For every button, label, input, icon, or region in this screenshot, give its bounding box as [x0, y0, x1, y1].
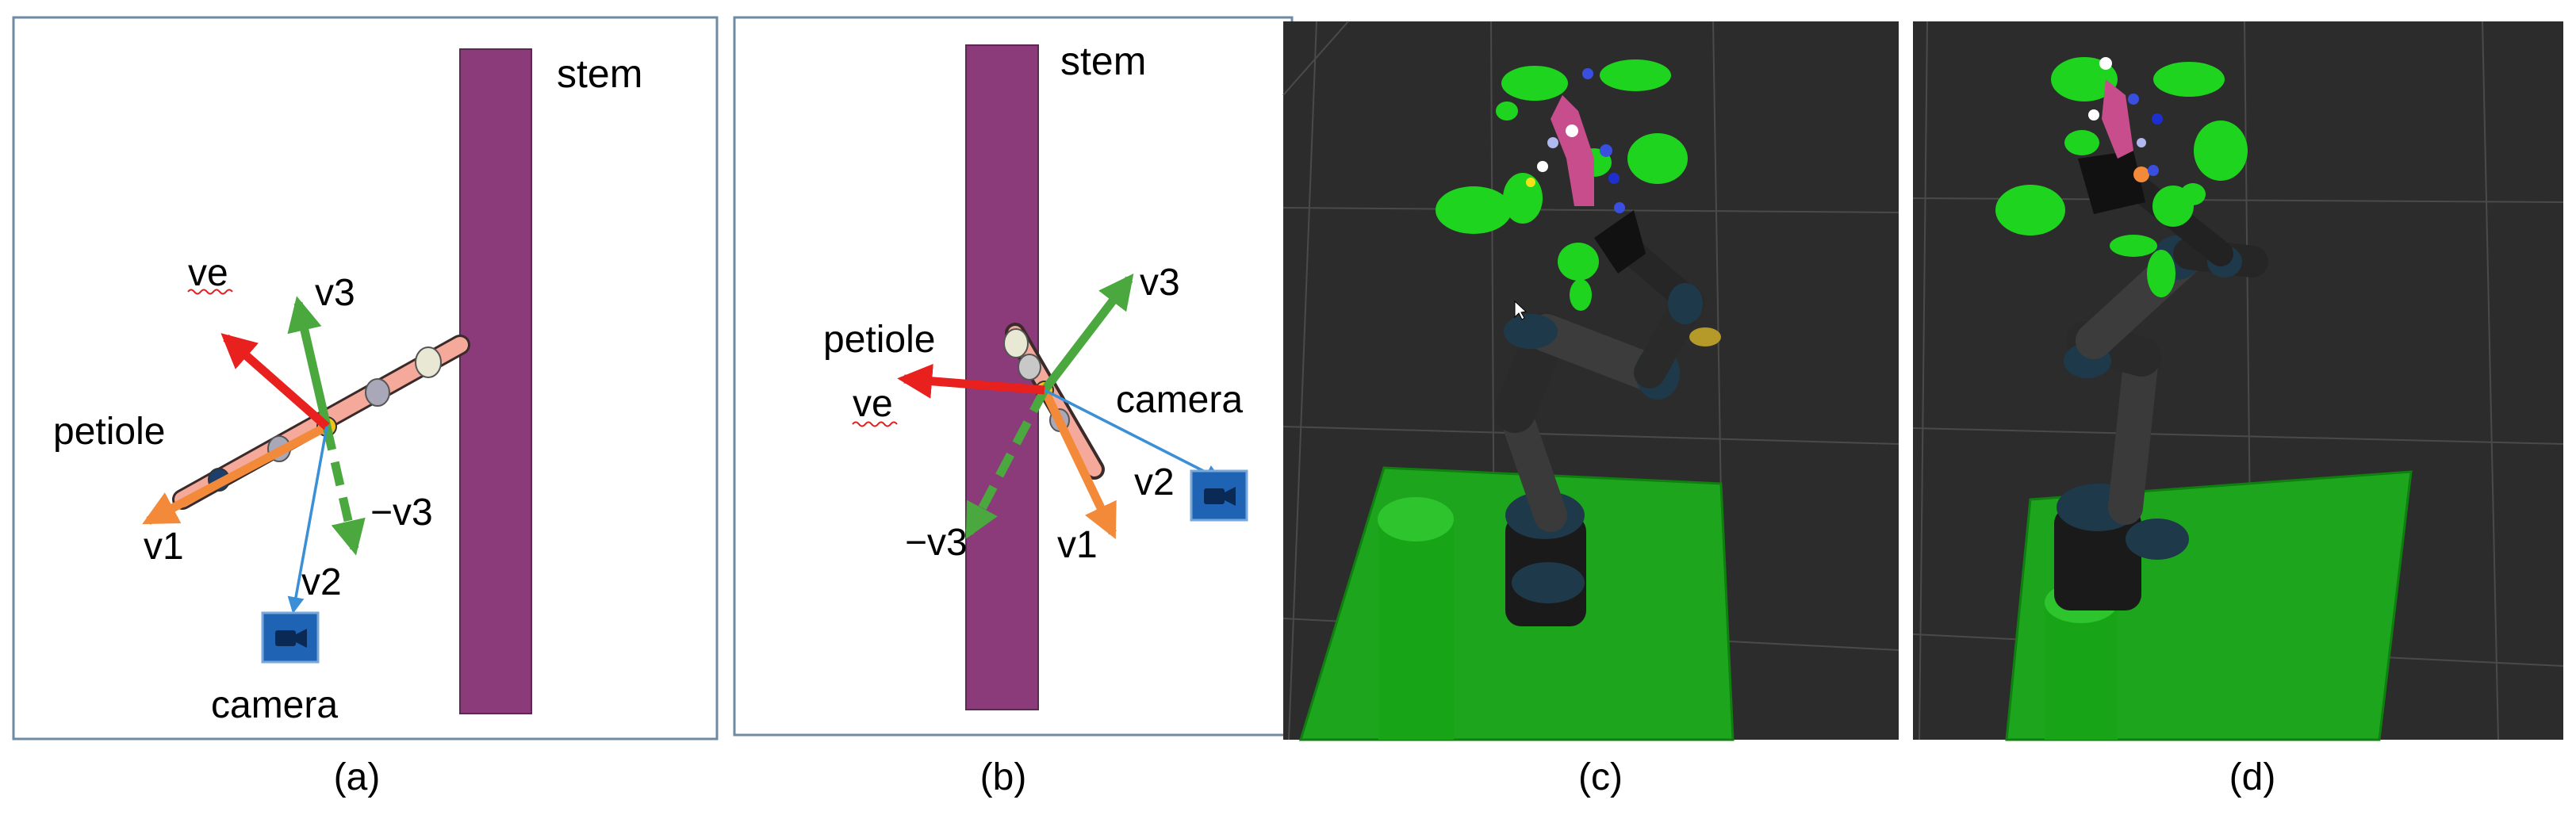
- v2-label: v2: [301, 561, 342, 603]
- panel-a-frame: [12, 16, 719, 741]
- camera-icon: [261, 611, 320, 664]
- robot-arm: [1494, 210, 1721, 626]
- ve-label: ve: [853, 383, 893, 425]
- petiole-point: [1003, 328, 1029, 358]
- v1-label: v1: [144, 526, 184, 568]
- petiole-label: petiole: [53, 411, 165, 453]
- camera-label: camera: [1116, 379, 1243, 421]
- v2-label: v2: [1134, 461, 1175, 503]
- panel-a: stem ve v3 petiole −v3 v1 v2 camera: [12, 16, 719, 741]
- ve-arrow: [897, 363, 1045, 399]
- leaf-point-cloud: [1436, 59, 1688, 311]
- grid-lines: [1282, 21, 1899, 741]
- ve-arrow: [220, 333, 330, 431]
- camera-label: camera: [211, 684, 338, 726]
- robot-arm: [2054, 151, 2268, 610]
- v3-label: v3: [315, 272, 355, 314]
- panel-b: stem v3 petiole ve camera v2 −v3 v1: [733, 16, 1294, 737]
- caption-c: (c): [1578, 756, 1623, 798]
- leaf-point-cloud: [1995, 57, 2248, 297]
- spellcheck-underline: [852, 421, 898, 427]
- ve-label: ve: [188, 252, 228, 294]
- neg-v3-label: −v3: [370, 492, 433, 534]
- camera-icon: [1190, 469, 1248, 522]
- petiole-point: [1018, 354, 1041, 381]
- petiole-label: petiole: [823, 319, 935, 361]
- cursor-icon: [1514, 300, 1528, 320]
- v3-arrow: [1041, 274, 1134, 393]
- spellcheck-underline: [187, 289, 233, 295]
- stem-label: stem: [557, 52, 642, 96]
- neg-v3-arrow: [322, 425, 366, 556]
- cylinder-obstacle: [1378, 519, 1454, 740]
- petiole-point: [415, 346, 442, 378]
- v2-arrow: [1044, 388, 1222, 480]
- stem-point-cloud: [1526, 68, 1625, 213]
- neg-v3-arrow: [965, 388, 1048, 539]
- caption-d: (d): [2229, 756, 2276, 798]
- panel-c-scene: [1282, 21, 1899, 741]
- v1-arrow: [1041, 388, 1117, 539]
- stem-label: stem: [1060, 39, 1146, 83]
- cylinder-obstacle: [2045, 603, 2118, 740]
- v1-arrow: [142, 423, 329, 525]
- v2-arrow: [287, 426, 328, 614]
- stem-bar: [459, 48, 532, 714]
- petiole-point: [365, 378, 390, 407]
- neg-v3-label: −v3: [905, 522, 968, 564]
- v3-arrow: [287, 296, 332, 428]
- stem-point-cloud: [2088, 57, 2163, 176]
- caption-b: (b): [980, 756, 1027, 798]
- v1-label: v1: [1057, 524, 1098, 566]
- caption-a: (a): [334, 756, 381, 798]
- v3-label: v3: [1140, 262, 1180, 304]
- panel-d-scene: [1912, 21, 2564, 741]
